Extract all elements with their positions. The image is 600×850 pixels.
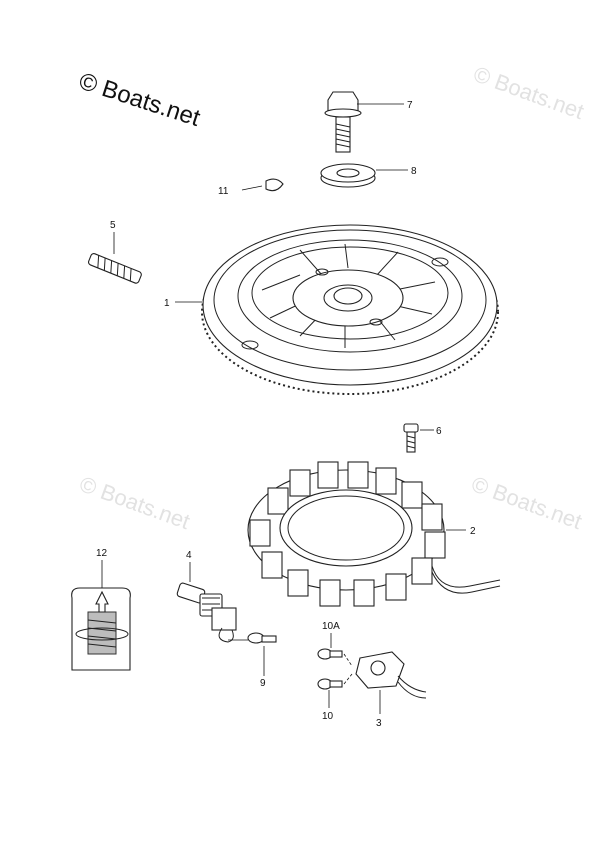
part-10a-screw	[317, 648, 343, 660]
callout-11: 11	[218, 186, 229, 197]
watermark-top-right: © Boats.net	[470, 61, 587, 124]
callout-3: 3	[376, 718, 382, 729]
callout-2: 2	[470, 526, 476, 537]
part-3-pulser	[355, 651, 427, 699]
part-11-key	[265, 178, 284, 192]
callout-8: 8	[411, 166, 417, 177]
watermark-mid-left: © Boats.net	[76, 471, 193, 534]
callout-6: 6	[436, 426, 442, 437]
part-12-packaged	[71, 587, 131, 671]
callout-9: 9	[260, 678, 266, 689]
leader-11	[241, 185, 263, 191]
part-5-pin	[88, 253, 142, 284]
callout-1: 1	[164, 298, 170, 309]
assembly-lines-10	[343, 653, 353, 685]
brand-logo: © Boats.net	[76, 68, 204, 133]
part-4-sensor	[176, 582, 237, 643]
part-7-bolt	[324, 91, 362, 153]
callout-12: 12	[96, 548, 108, 559]
part-10-screw	[317, 678, 343, 690]
callout-10: 10	[322, 711, 334, 722]
brand-text: Boats.net	[98, 75, 203, 132]
callout-5: 5	[110, 220, 116, 231]
callout-10a: 10A	[322, 621, 340, 632]
callout-4: 4	[186, 550, 192, 561]
watermark-mid-right: © Boats.net	[468, 471, 585, 534]
callout-7: 7	[407, 100, 413, 111]
part-2-stator	[247, 461, 501, 607]
part-8-washer	[320, 163, 376, 188]
part-6-bolt	[403, 423, 419, 453]
part-9-screw	[247, 632, 277, 644]
part-1-flywheel	[201, 224, 499, 395]
brand-symbol: ©	[76, 68, 101, 99]
